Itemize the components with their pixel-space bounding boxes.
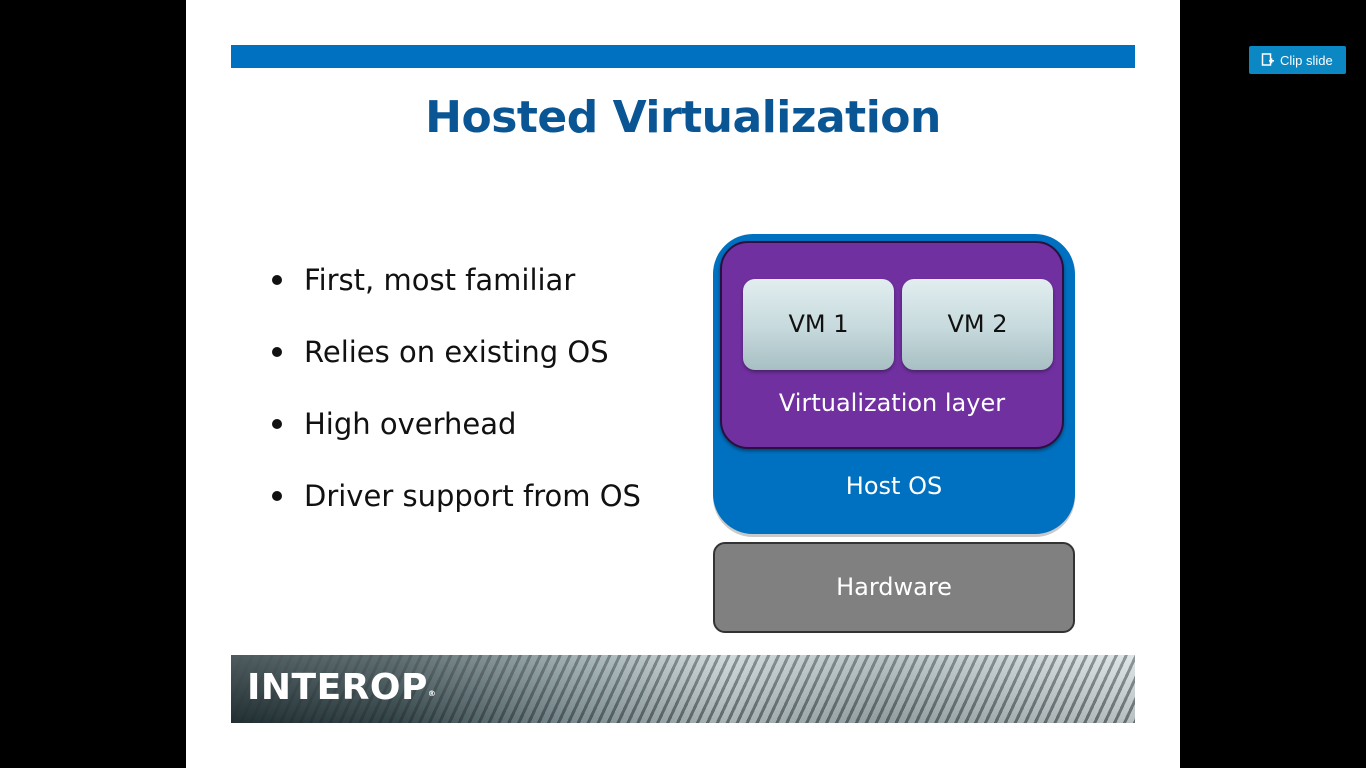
bullet-text: Driver support from OS [304,479,641,513]
virtualization-layer-box: VM 1 VM 2 Virtualization layer [720,241,1064,449]
vm-1-box: VM 1 [743,279,894,370]
footer-banner: INTEROP® [231,655,1135,723]
virtualization-layer-label: Virtualization layer [778,389,1006,417]
interop-logo-text: INTEROP [247,667,428,708]
interop-logo: INTEROP® [247,668,436,708]
bullet-text: High overhead [304,407,517,441]
footer-sheen [231,655,1135,723]
bullet-dot [272,491,282,501]
bullet-item: Relies on existing OS [270,330,641,402]
bullet-list: First, most familiar Relies on existing … [270,258,641,546]
clip-slide-button[interactable]: Clip slide [1249,46,1346,74]
clip-icon [1261,53,1274,66]
slide-top-bar [231,45,1135,68]
host-os-box: VM 1 VM 2 Virtualization layer Host OS [713,234,1075,534]
clip-slide-label: Clip slide [1280,52,1333,68]
bullet-dot [272,419,282,429]
slide-title: Hosted Virtualization [425,92,941,143]
bullet-item: High overhead [270,402,641,474]
bullet-dot [272,347,282,357]
bullet-dot [272,275,282,285]
bullet-item: First, most familiar [270,258,641,330]
slide: Hosted Virtualization First, most famili… [186,0,1180,768]
hardware-box: Hardware [713,542,1075,633]
bullet-text: First, most familiar [304,263,576,297]
registered-mark: ® [427,689,437,698]
host-os-label: Host OS [845,472,943,500]
bullet-item: Driver support from OS [270,474,641,546]
bullet-text: Relies on existing OS [304,335,609,369]
vm-2-box: VM 2 [902,279,1053,370]
